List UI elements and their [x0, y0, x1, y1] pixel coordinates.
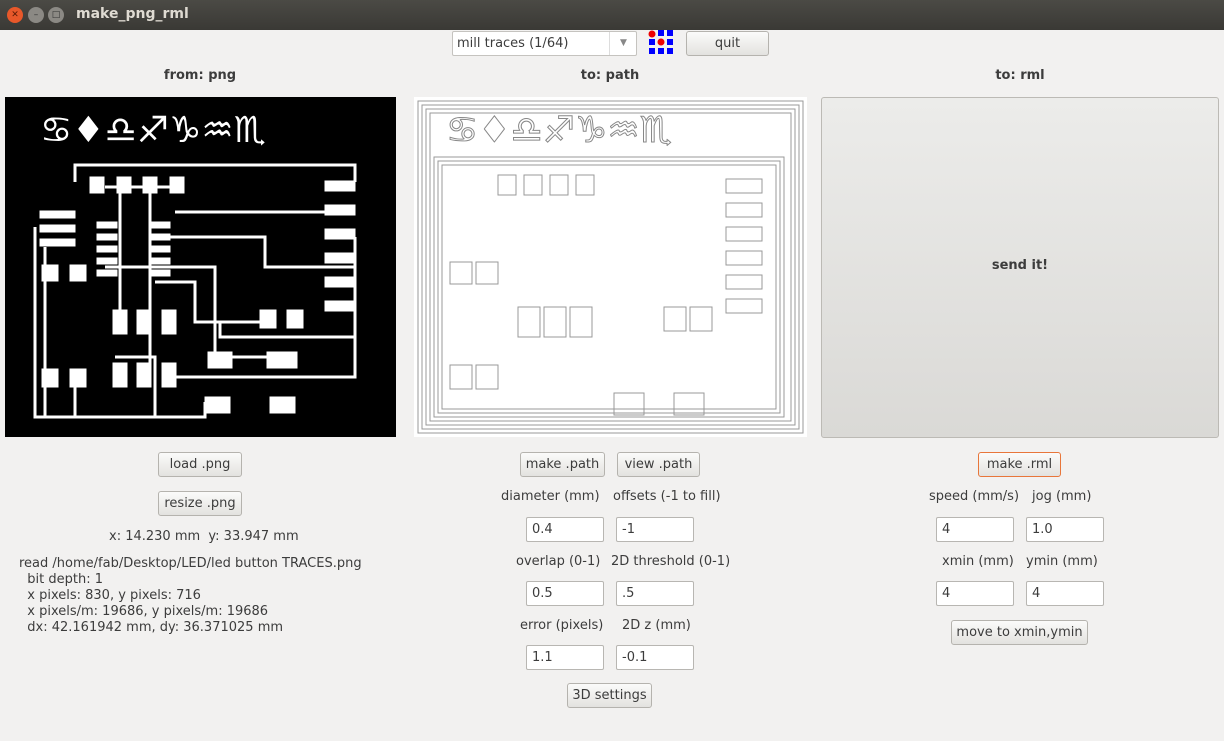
- z-label: 2D z (mm): [622, 618, 691, 633]
- move-to-xmin-ymin-button[interactable]: move to xmin,ymin: [951, 620, 1088, 645]
- chevron-down-icon[interactable]: ▼: [609, 32, 637, 55]
- quit-button[interactable]: quit: [686, 31, 769, 56]
- svg-text:♋♦♎♐♑♒♏: ♋♦♎♐♑♒♏: [446, 110, 672, 151]
- error-input[interactable]: 1.1: [526, 645, 604, 670]
- make-path-button[interactable]: make .path: [520, 452, 605, 477]
- resize-png-button[interactable]: resize .png: [158, 491, 242, 516]
- to-rml-heading: to: rml: [995, 68, 1045, 83]
- svg-text:♋♦♎♐♑♒♏: ♋♦♎♐♑♒♏: [40, 110, 266, 151]
- jog-input[interactable]: 1.0: [1026, 517, 1104, 542]
- from-png-heading: from: png: [163, 68, 237, 83]
- view-path-button[interactable]: view .path: [617, 452, 700, 477]
- overlap-label: overlap (0-1): [516, 554, 601, 569]
- mode-select[interactable]: mill traces (1/64) ▼: [452, 31, 637, 56]
- png-info-line: bit depth: 1: [19, 572, 103, 587]
- overlap-input[interactable]: 0.5: [526, 581, 604, 606]
- xmin-input[interactable]: 4: [936, 581, 1014, 606]
- offsets-label: offsets (-1 to fill): [613, 489, 721, 504]
- ymin-label: ymin (mm): [1026, 554, 1098, 569]
- diameter-label: diameter (mm): [501, 489, 600, 504]
- close-icon[interactable]: ✕: [7, 7, 23, 23]
- fab-logo-icon: [648, 30, 673, 54]
- maximize-icon[interactable]: □: [48, 7, 64, 23]
- threshold-input[interactable]: .5: [616, 581, 694, 606]
- to-path-heading: to: path: [580, 68, 640, 83]
- 3d-settings-button[interactable]: 3D settings: [567, 683, 652, 708]
- send-it-label: send it!: [991, 258, 1049, 273]
- jog-label: jog (mm): [1032, 489, 1092, 504]
- title-bar: ✕ – □ make_png_rml: [0, 0, 1224, 30]
- offsets-input[interactable]: -1: [616, 517, 694, 542]
- ymin-input[interactable]: 4: [1026, 581, 1104, 606]
- minimize-icon[interactable]: –: [28, 7, 44, 23]
- cursor-coords: x: 14.230 mm y: 33.947 mm: [109, 529, 299, 544]
- make-rml-button[interactable]: make .rml: [978, 452, 1061, 477]
- png-info-line: read /home/fab/Desktop/LED/led button TR…: [19, 556, 362, 571]
- png-info-line: x pixels: 830, y pixels: 716: [19, 588, 201, 603]
- error-label: error (pixels): [520, 618, 604, 633]
- load-png-button[interactable]: load .png: [158, 452, 242, 477]
- speed-label: speed (mm/s): [929, 489, 1020, 504]
- z-input[interactable]: -0.1: [616, 645, 694, 670]
- png-info: read /home/fab/Desktop/LED/led button TR…: [19, 556, 362, 636]
- diameter-input[interactable]: 0.4: [526, 517, 604, 542]
- path-preview: ♋♦♎♐♑♒♏: [414, 97, 807, 437]
- xmin-label: xmin (mm): [942, 554, 1014, 569]
- threshold-label: 2D threshold (0-1): [611, 554, 731, 569]
- mode-select-value: mill traces (1/64): [457, 36, 569, 51]
- window-title: make_png_rml: [76, 6, 189, 22]
- png-info-line: x pixels/m: 19686, y pixels/m: 19686: [19, 604, 269, 619]
- png-info-line: dx: 42.161942 mm, dy: 36.371025 mm: [19, 620, 284, 635]
- png-preview: ♋♦♎♐♑♒♏: [5, 97, 396, 437]
- speed-input[interactable]: 4: [936, 517, 1014, 542]
- send-it-button[interactable]: send it!: [821, 97, 1219, 438]
